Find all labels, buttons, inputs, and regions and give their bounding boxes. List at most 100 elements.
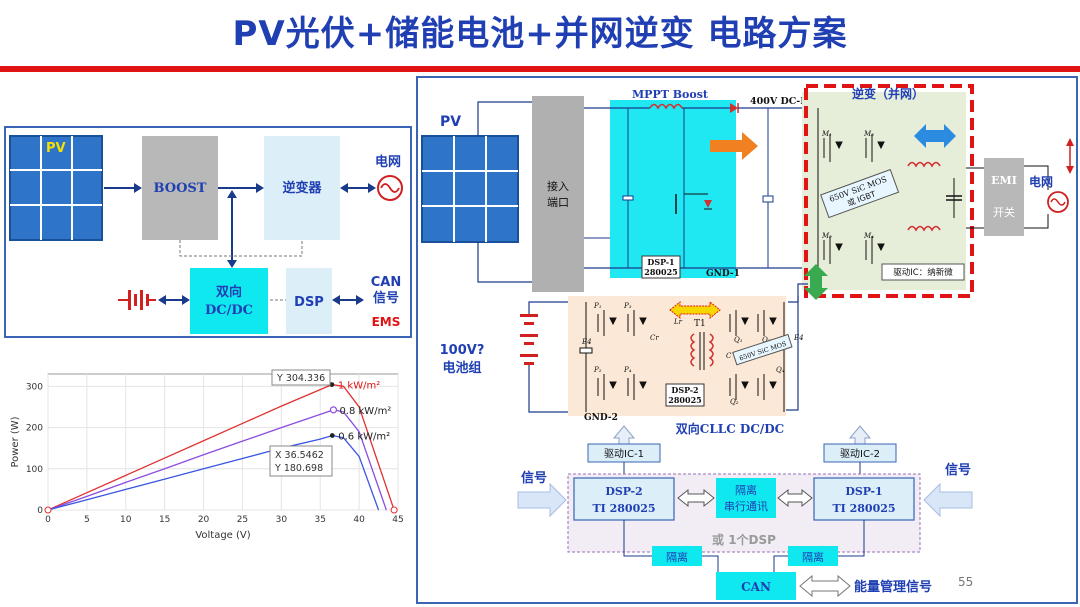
x-tick-label: 40 — [353, 515, 365, 525]
mppt-label: MPPT Boost — [632, 88, 709, 101]
can-label-2: 信号 — [373, 290, 399, 306]
inverter-switches — [817, 108, 885, 268]
series-line — [47, 383, 395, 511]
ctrl-dsp2-box — [573, 477, 675, 521]
voc-marker — [390, 506, 398, 514]
c-label: C — [726, 352, 732, 360]
iso-left-box — [652, 546, 702, 566]
battery-label-1: 100V? — [440, 343, 485, 358]
q4-label: Q₄ — [776, 366, 785, 374]
inverter-dashed-frame — [804, 84, 974, 298]
signal-right-label: 信号 — [945, 462, 971, 478]
x-axis-label: Voltage (V) — [195, 530, 250, 541]
signal-left-label: 信号 — [521, 470, 547, 486]
x-tick-label: 30 — [276, 515, 288, 525]
driver-ic-note — [881, 263, 965, 281]
y-tick-label: 0 — [37, 506, 43, 516]
y-tick-label: 200 — [26, 424, 43, 434]
vertical-flow-arrow — [804, 264, 828, 300]
power-flow-arrow — [710, 132, 758, 160]
iso-right-box — [788, 546, 838, 566]
boost-inductor — [649, 103, 683, 110]
driver1-up-arrow — [612, 425, 636, 445]
can-label: CAN — [741, 580, 771, 594]
signal-left-arrow — [517, 482, 567, 518]
x-tick-label: 5 — [84, 515, 90, 525]
x-tick-label: 25 — [237, 515, 248, 525]
driver-ic-1-label: 驱动IC-1 — [604, 448, 644, 460]
ctrl-dsp1-box — [813, 477, 915, 521]
inverter-title: 逆变（并网） — [852, 86, 924, 101]
lr-label: Lr — [673, 318, 683, 326]
p3-label: P₃ — [623, 302, 632, 310]
can-label-1: CAN — [371, 275, 401, 290]
peak-marker — [329, 433, 335, 438]
m4-label: M₄ — [863, 232, 874, 240]
dclink-label: 400V DC-Link — [750, 96, 824, 107]
x-tick-label: 35 — [314, 515, 325, 525]
cllc-primary-switches — [597, 310, 647, 400]
t1-label: T1 — [694, 319, 706, 329]
tooltip-y: Y 180.698 — [274, 463, 323, 474]
q2-label: Q₂ — [730, 398, 739, 406]
inverter-label: 逆变器 — [282, 180, 322, 196]
cllc-secondary-switches — [729, 302, 785, 412]
m3-label: M₃ — [863, 130, 874, 138]
dsp2-chip — [665, 383, 705, 407]
dsp-label: DSP — [294, 295, 324, 310]
bidir-label-2: DC/DC — [205, 303, 253, 318]
e4-right-label: E4 — [793, 334, 804, 342]
m1-label: M₁ — [821, 130, 832, 138]
block-diagram-svg: PV BOOST 逆变器 电网 — [9, 135, 403, 334]
transformer-icon — [690, 332, 714, 370]
plot-frame — [47, 373, 399, 511]
ems-signal-label: 能量管理信号 — [854, 579, 932, 595]
origin-marker — [44, 506, 52, 514]
iso-right-label: 隔离 — [802, 550, 824, 564]
q3-label: Q₃ — [762, 336, 771, 344]
grid-label: 电网 — [375, 154, 401, 170]
max-power-tooltip: Y 304.336 — [271, 369, 331, 386]
series-label: 0.6 kW/m² — [338, 432, 390, 443]
inverter-inductor-2 — [907, 225, 941, 232]
access-port-block — [532, 96, 584, 292]
signal-right-arrow — [923, 482, 973, 518]
iso-right-arrow — [777, 488, 813, 508]
block-diagram-panel: PV BOOST 逆变器 电网 — [4, 126, 412, 338]
iso-left-label: 隔离 — [666, 550, 688, 564]
tooltip-y-max: Y 304.336 — [276, 373, 325, 384]
access-label-2: 端口 — [547, 196, 569, 209]
peak-marker — [329, 382, 335, 387]
driver2-up-arrow — [848, 425, 872, 445]
emi-label: EMI — [991, 174, 1017, 187]
y-tick-label: 300 — [26, 382, 43, 392]
isolation-label-1: 隔离 — [735, 483, 757, 497]
ac-source-icon — [377, 175, 403, 201]
or-one-dsp-label: 或 1个DSP — [712, 532, 776, 547]
bidirectional-flow-arrow — [914, 124, 956, 148]
circuit-panel: PV 接入 端口 MPPT Boost 400V DC-Link — [416, 76, 1078, 604]
slide-title: PV光伏+储能电池+并网逆变 电路方案 — [232, 14, 848, 54]
circuit-ac-source-icon — [1047, 191, 1069, 213]
series-label: 0.8 kW/m² — [339, 406, 391, 417]
ctrl-dsp2-label-2: TI 280025 — [592, 502, 655, 515]
e4-left-label: E4 — [581, 338, 592, 346]
cr-label: Cr — [650, 334, 659, 342]
bidir-label-1: 双向 — [216, 284, 242, 300]
battery-label-2: 电池组 — [442, 360, 481, 376]
ctrl-dsp1-label-1: DSP-1 — [845, 485, 882, 498]
q1-label: Q₁ — [734, 336, 743, 344]
title-underline — [0, 66, 1080, 72]
p2-label: P₂ — [593, 366, 602, 374]
battery-icon — [118, 290, 156, 310]
page-number: 55 — [958, 575, 973, 589]
peak-marker — [329, 406, 338, 414]
inverter-inductor-1 — [907, 161, 941, 168]
p1-label: P₁ — [593, 302, 602, 310]
gnd2-label: GND-2 — [584, 413, 618, 423]
x-tick-label: 15 — [159, 515, 170, 525]
series-line — [47, 409, 387, 511]
can-box[interactable] — [716, 572, 796, 600]
